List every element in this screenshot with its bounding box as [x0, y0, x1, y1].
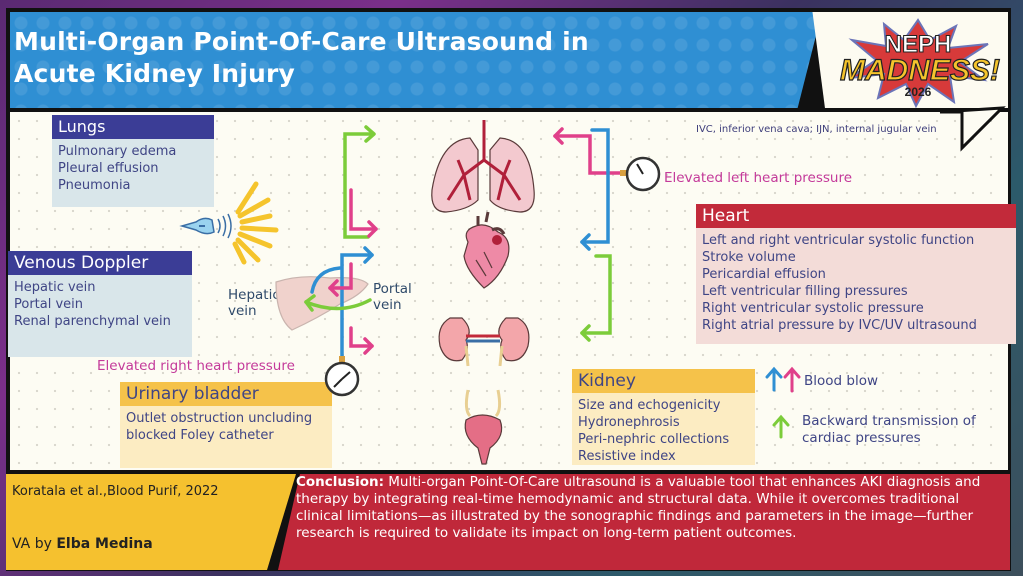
kidney-header: Kidney: [572, 369, 755, 393]
list-item: blocked Foley catheter: [126, 428, 274, 443]
list-item: Renal parenchymal vein: [14, 314, 171, 329]
abbreviations-footnote: IVC, inferior vena cava; IJN, internal j…: [696, 124, 937, 135]
speech-bubble-tail: [939, 106, 1006, 152]
heart-header: Heart: [696, 204, 1016, 228]
logo-word-madness: MADNESS!: [840, 54, 1000, 87]
list-item: Pleural effusion: [58, 161, 159, 176]
lungs-list: Pulmonary edema Pleural effusion Pneumon…: [52, 139, 214, 207]
logo-burst: [848, 18, 989, 109]
citation: Koratala et al.,Blood Purif, 2022: [12, 484, 219, 499]
portal-vein-label: Portal vein: [373, 281, 412, 313]
heart-list: Left and right ventricular systolic func…: [696, 228, 1016, 344]
va-author: Elba Medina: [56, 536, 153, 552]
footer-credits-panel: [6, 474, 296, 570]
legend-backward-line1: Backward transmission of: [802, 413, 976, 429]
conclusion-text: Conclusion: Multi-organ Point-Of-Care ul…: [296, 474, 1006, 542]
logo-word-neph: NEPH: [885, 31, 952, 58]
list-item: Pericardial effusion: [702, 267, 826, 282]
list-item: Portal vein: [14, 297, 84, 312]
list-item: Hydronephrosis: [578, 415, 680, 430]
venous-doppler-box: Venous Doppler Hepatic vein Portal vein …: [8, 251, 192, 357]
list-item: Size and echogenicity: [578, 398, 721, 413]
title-line-2: Acute Kidney Injury: [14, 59, 296, 88]
legend-backward-transmission: Backward transmission of cardiac pressur…: [802, 413, 976, 447]
list-item: Right ventricular systolic pressure: [702, 301, 924, 316]
conclusion-body: Multi-organ Point-Of-Care ultrasound is …: [296, 474, 981, 541]
lungs-header: Lungs: [52, 115, 214, 139]
elevated-left-heart-pressure-label: Elevated left heart pressure: [664, 170, 853, 186]
list-item: Peri-nephric collections: [578, 432, 730, 447]
visual-abstract-credit: VA by Elba Medina: [12, 536, 153, 552]
urinary-bladder-list: Outlet obstruction uncluding blocked Fol…: [120, 406, 332, 468]
hepatic-vein-label-line2: vein: [228, 303, 257, 319]
list-item: Resistive index: [578, 449, 676, 464]
urinary-bladder-header: Urinary bladder: [120, 382, 332, 406]
portal-vein-label-line2: vein: [373, 297, 402, 313]
page-title: Multi-Organ Point-Of-Care Ultrasound in …: [14, 26, 589, 90]
list-item: Left ventricular filling pressures: [702, 284, 908, 299]
title-line-1: Multi-Organ Point-Of-Care Ultrasound in: [14, 27, 589, 56]
list-item: Left and right ventricular systolic func…: [702, 233, 975, 248]
legend-blood-flow: Blood blow: [804, 373, 879, 389]
logo-year: 2026: [905, 85, 932, 99]
list-item: Right atrial pressure by IVC/UV ultrasou…: [702, 318, 977, 333]
list-item: Outlet obstruction uncluding: [126, 411, 313, 426]
hepatic-vein-label: Hepatic vein: [228, 287, 280, 319]
footer-conclusion-panel: [278, 474, 1010, 570]
portal-vein-label-line1: Portal: [373, 281, 412, 297]
kidney-list: Size and echogenicity Hydronephrosis Per…: [572, 393, 755, 465]
legend-backward-line2: cardiac pressures: [802, 430, 921, 446]
elevated-right-heart-pressure-label: Elevated right heart pressure: [97, 358, 295, 374]
list-item: Hepatic vein: [14, 280, 96, 295]
list-item: Pulmonary edema: [58, 144, 177, 159]
lungs-box: Lungs Pulmonary edema Pleural effusion P…: [52, 115, 214, 207]
heart-box: Heart Left and right ventricular systoli…: [696, 204, 1016, 344]
urinary-bladder-box: Urinary bladder Outlet obstruction unclu…: [120, 382, 332, 468]
venous-doppler-list: Hepatic vein Portal vein Renal parenchym…: [8, 275, 192, 357]
title-banner: [10, 12, 822, 108]
kidney-box: Kidney Size and echogenicity Hydronephro…: [572, 369, 755, 465]
list-item: Stroke volume: [702, 250, 796, 265]
conclusion-label: Conclusion:: [296, 474, 384, 490]
hepatic-vein-label-line1: Hepatic: [228, 287, 280, 303]
va-prefix: VA by: [12, 536, 57, 552]
list-item: Pneumonia: [58, 178, 131, 193]
neph-madness-logo: NEPH MADNESS! 2026: [839, 18, 1001, 109]
venous-doppler-header: Venous Doppler: [8, 251, 192, 275]
